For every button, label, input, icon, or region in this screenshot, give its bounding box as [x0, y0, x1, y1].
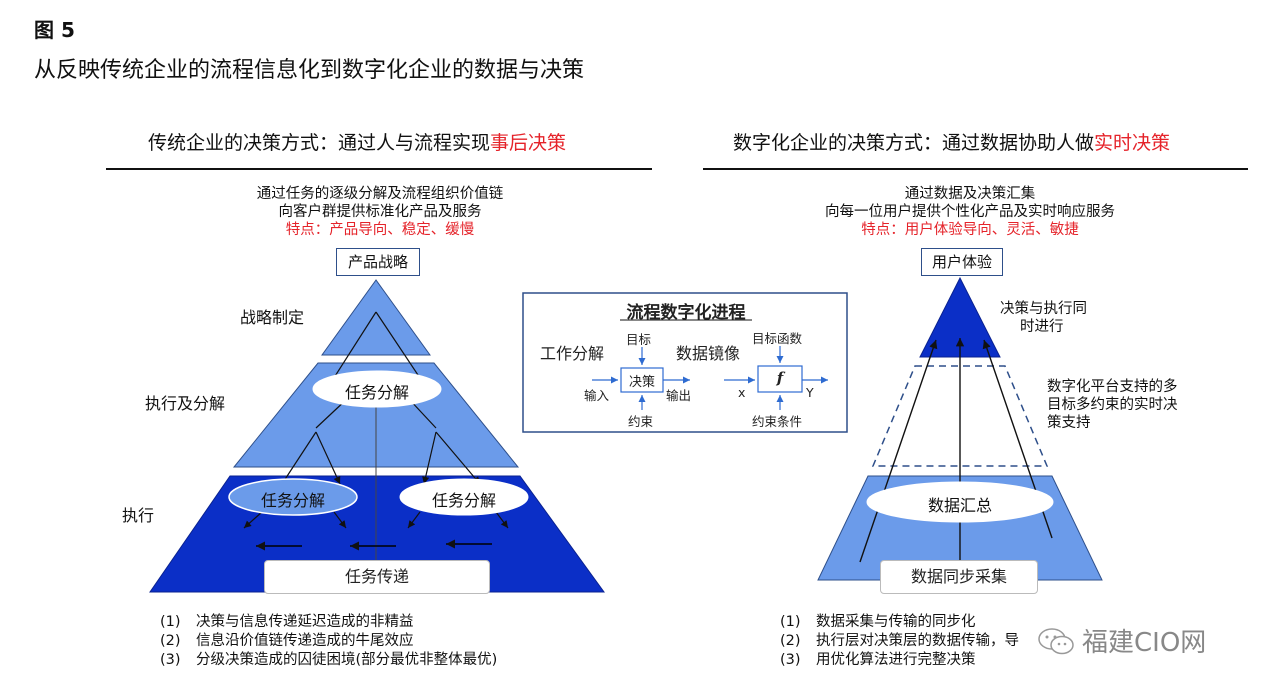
left-desc-line2: 向客户群提供标准化产品及服务: [278, 204, 482, 220]
process-title: 流程数字化进程: [626, 303, 746, 323]
list-item: (3)用优化算法进行完整决策: [780, 652, 976, 668]
left-issues-list: (1)决策与信息传递延迟造成的非精益 (2)信息沿价值链传递造成的牛尾效应 (3…: [160, 613, 497, 670]
right-divider: [703, 168, 1248, 170]
left-heading-highlight: 事后决策: [490, 132, 567, 154]
target-label: 目标: [626, 332, 652, 347]
arrow: [375, 311, 425, 385]
ellipse-data-summary: [866, 481, 1054, 523]
watermark-text: 福建CIO网: [1082, 628, 1207, 658]
list-item: (3)分级决策造成的囚徒困境(部分最优非整体最优): [160, 652, 498, 668]
left-heading-prefix: 传统企业的决策方式：通过人与流程实现: [148, 132, 491, 154]
right-desc-line1: 通过数据及决策汇集: [904, 186, 1036, 202]
arrow: [407, 511, 421, 529]
output-label: 输出: [666, 388, 692, 403]
wechat-icon: [1038, 627, 1074, 654]
ellipse-top-label: 任务分解: [344, 383, 409, 402]
right-description: 通过数据及决策汇集 向每一位用户提供个性化产品及实时响应服务 特点：用户体验导向…: [780, 185, 1160, 239]
decision-block: [620, 367, 664, 393]
arrow: [435, 431, 481, 485]
ellipse-task-decomp-right: [399, 478, 529, 516]
function-block: [757, 365, 803, 393]
task-passing-box: 任务传递: [264, 560, 490, 594]
left-description: 通过任务的逐级分解及流程组织价值链 向客户群提供标准化产品及服务 特点：产品导向…: [200, 185, 560, 239]
function-f-label: f: [776, 369, 784, 387]
user-experience-box: 用户体验: [921, 248, 1003, 276]
strategy-tier: [321, 279, 431, 356]
list-item: (2)信息沿价值链传递造成的牛尾效应: [160, 633, 414, 649]
note-platform-support: 数字化平台支持的多 目标多约束的实时决 策支持: [1047, 379, 1178, 431]
arrow: [243, 511, 263, 529]
level-label-execution-decomp: 执行及分解: [145, 394, 226, 413]
left-divider: [106, 168, 652, 170]
arrow: [422, 431, 437, 485]
right-heading-prefix: 数字化企业的决策方式：通过数据协助人做: [733, 132, 1095, 154]
decision-label: 决策: [628, 375, 655, 390]
arrow: [495, 511, 509, 529]
arrow: [333, 511, 347, 529]
constraint-cond-label: 约束条件: [752, 414, 803, 429]
data-summary-label: 数据汇总: [927, 496, 992, 515]
x-label: x: [738, 385, 746, 400]
data-mirror-label: 数据镜像: [676, 344, 741, 363]
arrow: [315, 431, 341, 485]
right-features-list: (1)数据采集与传输的同步化 (2)执行层对决策层的数据传输，导 (3)用优化算…: [780, 613, 1019, 670]
figure-title: 从反映传统企业的流程信息化到数字化企业的数据与决策: [34, 58, 585, 83]
watermark: 福建CIO网: [1036, 622, 1206, 659]
figure-label: 图 5: [34, 18, 75, 42]
level-label-strategy: 战略制定: [240, 308, 305, 327]
y-label: Y: [806, 385, 814, 400]
note-decision-execution: 决策与执行同 时进行: [1000, 301, 1087, 335]
data-sync-collection-box: 数据同步采集: [880, 560, 1038, 594]
process-digitization-box: [522, 292, 848, 433]
left-desc-line3: 特点：产品导向、稳定、缓慢: [285, 222, 475, 238]
constraint-label: 约束: [628, 414, 654, 429]
ellipse-task-decomp-left: [228, 478, 358, 516]
left-desc-line1: 通过任务的逐级分解及流程组织价值链: [256, 186, 504, 202]
ellipse-left-label: 任务分解: [260, 491, 325, 510]
ellipse-right-label: 任务分解: [431, 491, 496, 510]
arrow: [859, 339, 938, 563]
right-heading-highlight: 实时决策: [1094, 132, 1171, 154]
left-heading: 传统企业的决策方式：通过人与流程实现事后决策: [148, 128, 566, 155]
product-strategy-box: 产品战略: [336, 248, 420, 276]
list-item: (2)执行层对决策层的数据传输，导: [780, 633, 1019, 649]
right-heading: 数字化企业的决策方式：通过数据协助人做实时决策: [733, 128, 1170, 155]
input-label: 输入: [584, 388, 610, 403]
list-item: (1)数据采集与传输的同步化: [780, 614, 976, 630]
objective-fn-label: 目标函数: [752, 331, 803, 346]
level-label-execution: 执行: [122, 506, 155, 525]
right-desc-line2: 向每一位用户提供个性化产品及实时响应服务: [825, 204, 1115, 220]
work-decomp-label: 工作分解: [540, 344, 605, 363]
arrow: [329, 311, 377, 385]
right-desc-line3: 特点：用户体验导向、灵活、敏捷: [861, 222, 1079, 238]
list-item: (1)决策与信息传递延迟造成的非精益: [160, 614, 414, 630]
platform-support-tier: [871, 365, 1049, 467]
ellipse-task-decomp-top: [312, 370, 442, 408]
